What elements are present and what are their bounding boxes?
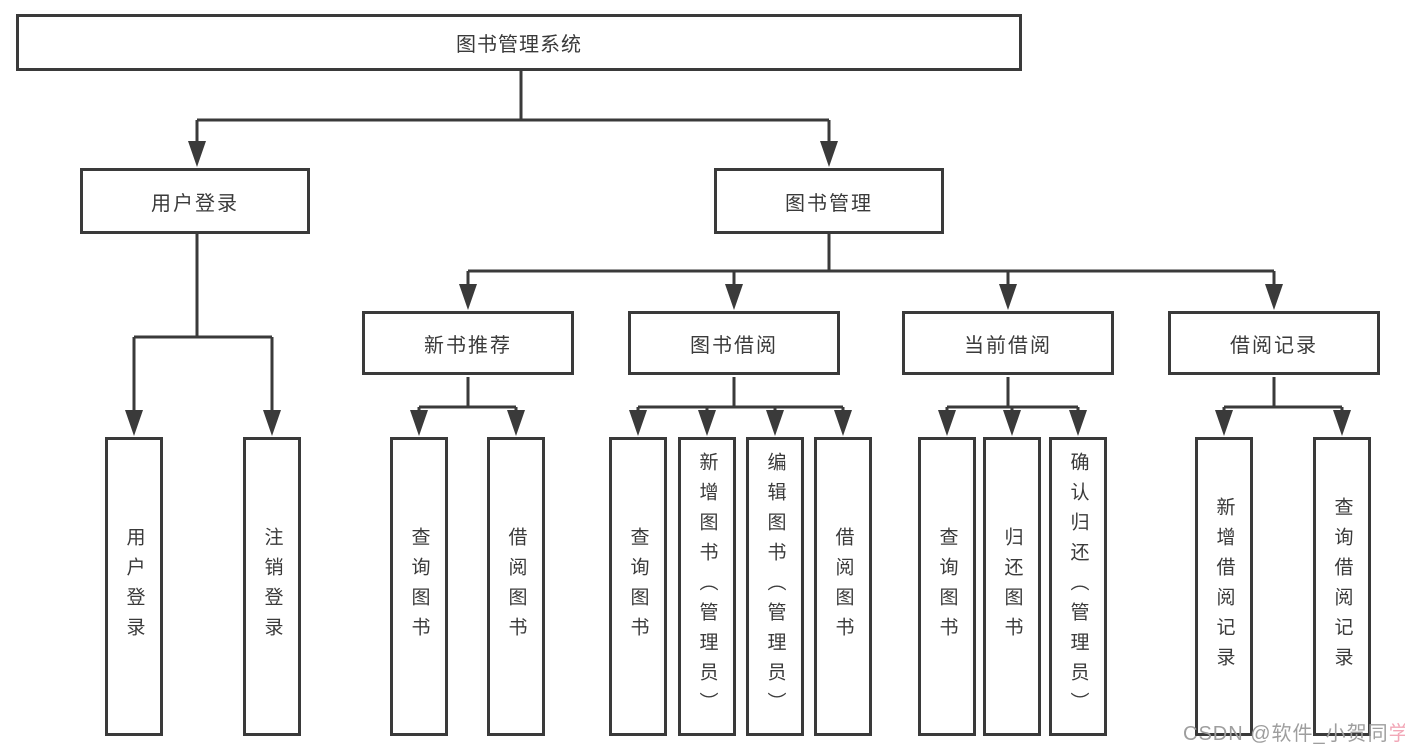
leaf-edit-book-admin: 编辑图书（管理员） <box>746 437 804 736</box>
leaf-query-books-2-label: 查询图书 <box>627 526 649 647</box>
node-current-borrowing: 当前借阅 <box>902 311 1114 375</box>
node-borrowing-records: 借阅记录 <box>1168 311 1380 375</box>
leaf-borrow-books-1: 借阅图书 <box>487 437 545 736</box>
leaf-user-login: 用户登录 <box>105 437 163 736</box>
leaf-query-books-1: 查询图书 <box>390 437 448 736</box>
node-borrowing-records-label: 借阅记录 <box>1230 334 1318 357</box>
node-new-book-recommend: 新书推荐 <box>362 311 574 375</box>
leaf-confirm-return-admin: 确认归还（管理员） <box>1049 437 1107 736</box>
leaf-add-borrow-record-label: 新增借阅记录 <box>1213 496 1235 677</box>
node-root-label: 图书管理系统 <box>456 34 582 56</box>
watermark-accent-text: 学 <box>1388 723 1405 745</box>
leaf-confirm-return-admin-label: 确认归还（管理员） <box>1067 451 1089 722</box>
node-new-book-recommend-label: 新书推荐 <box>424 334 512 357</box>
node-book-borrowing-label: 图书借阅 <box>690 334 778 357</box>
node-book-management-label: 图书管理 <box>785 192 873 215</box>
leaf-return-book: 归还图书 <box>983 437 1041 736</box>
leaf-borrow-books-2: 借阅图书 <box>814 437 872 736</box>
leaf-add-book-admin: 新增图书（管理员） <box>678 437 736 736</box>
leaf-borrow-books-1-label: 借阅图书 <box>505 526 527 647</box>
leaf-add-book-admin-label: 新增图书（管理员） <box>696 451 718 722</box>
node-book-management: 图书管理 <box>714 168 944 234</box>
leaf-add-borrow-record: 新增借阅记录 <box>1195 437 1253 736</box>
leaf-query-borrow-record: 查询借阅记录 <box>1313 437 1371 736</box>
leaf-logout-label: 注销登录 <box>261 526 283 647</box>
node-user-login-label: 用户登录 <box>151 192 239 215</box>
node-book-borrowing: 图书借阅 <box>628 311 840 375</box>
leaf-borrow-books-2-label: 借阅图书 <box>832 526 854 647</box>
node-user-login: 用户登录 <box>80 168 310 234</box>
node-root: 图书管理系统 <box>16 14 1022 71</box>
leaf-edit-book-admin-label: 编辑图书（管理员） <box>764 451 786 722</box>
leaf-logout: 注销登录 <box>243 437 301 736</box>
arrowheads <box>125 141 1351 436</box>
leaf-query-books-2: 查询图书 <box>609 437 667 736</box>
watermark-text: CSDN @软件_小贺同 <box>1183 723 1389 745</box>
leaf-query-books-1-label: 查询图书 <box>408 526 430 647</box>
leaf-user-login-label: 用户登录 <box>123 526 145 647</box>
leaf-query-books-3: 查询图书 <box>918 437 976 736</box>
leaf-return-book-label: 归还图书 <box>1001 526 1023 647</box>
leaf-query-borrow-record-label: 查询借阅记录 <box>1331 496 1353 677</box>
leaf-query-books-3-label: 查询图书 <box>936 526 958 647</box>
node-current-borrowing-label: 当前借阅 <box>964 334 1052 357</box>
watermark: CSDN @软件_小贺同学 <box>1183 717 1405 746</box>
